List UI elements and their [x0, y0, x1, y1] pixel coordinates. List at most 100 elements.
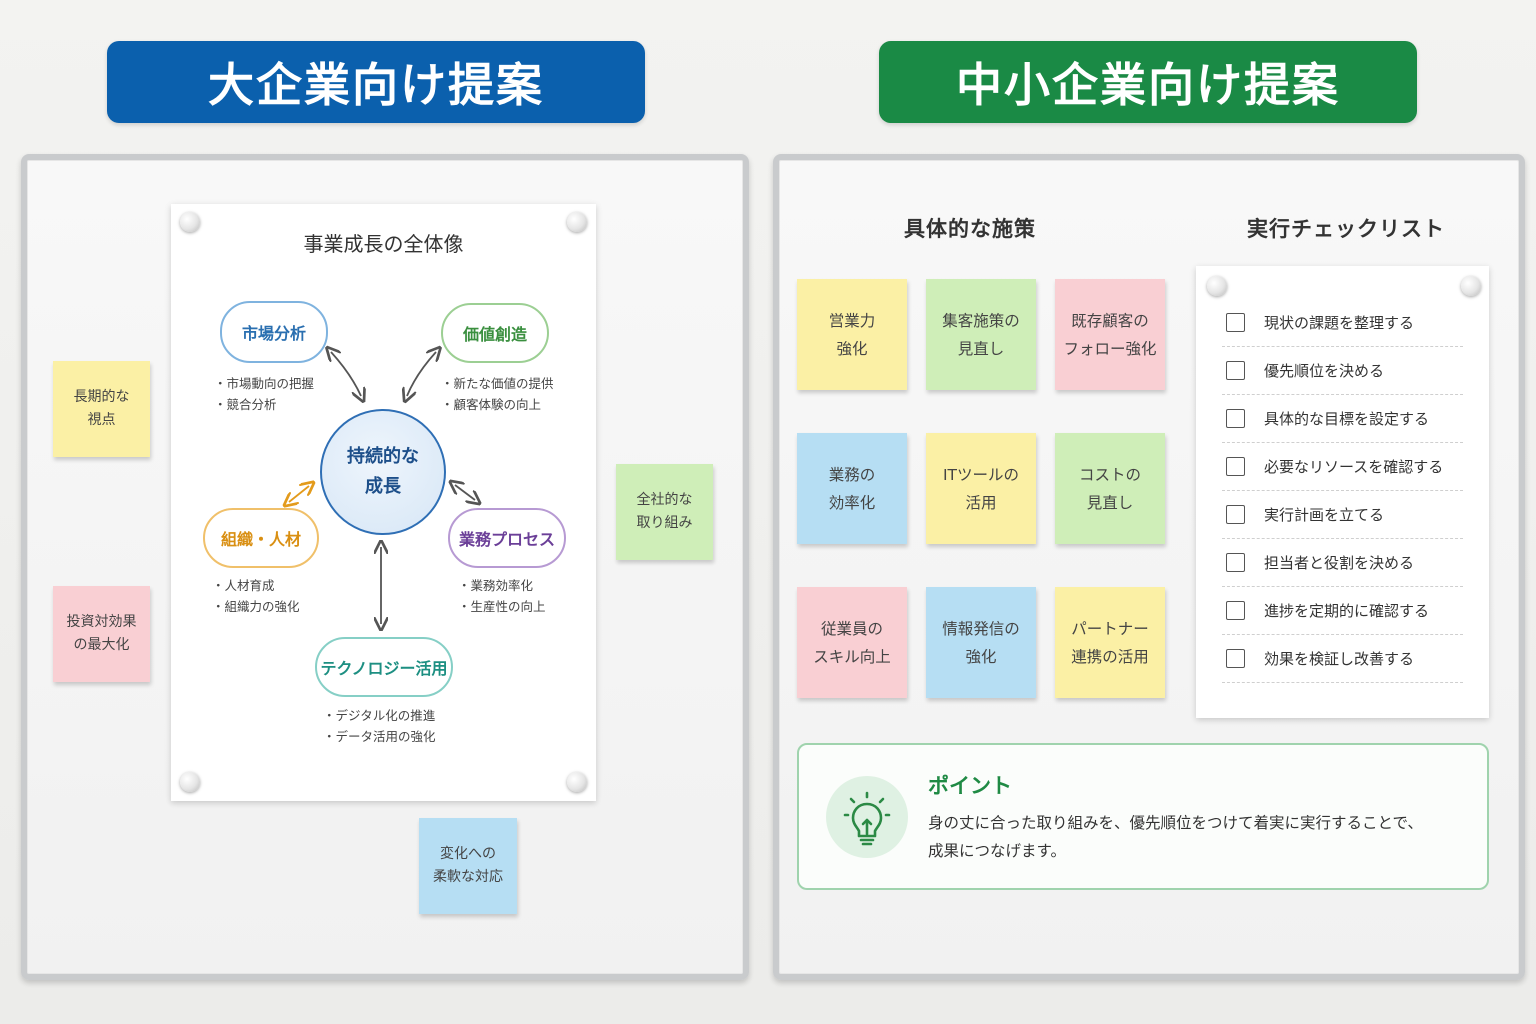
- measure-customer-followup: 既存顧客の フォロー強化: [1055, 279, 1165, 390]
- checklist-label: 効果を検証し改善する: [1264, 649, 1415, 668]
- checklist-label: 担当者と役割を決める: [1264, 553, 1415, 572]
- sticky-line: フォロー強化: [1063, 339, 1157, 358]
- measure-communication: 情報発信の 強化: [926, 587, 1036, 698]
- market-bullets: ・市場動向の把握 ・競合分析: [214, 373, 314, 415]
- point-title: ポイント: [928, 774, 1012, 798]
- sticky-long-term-view: 長期的な 視点: [53, 361, 150, 457]
- center-line-1: 持続的な: [347, 446, 419, 467]
- sticky-line: 取り組み: [636, 515, 693, 531]
- sticky-line: パートナー: [1071, 619, 1149, 638]
- magnet: [567, 212, 587, 232]
- sticky-line: 集客施策の: [942, 311, 1020, 330]
- measure-efficiency: 業務の 効率化: [797, 433, 907, 544]
- measures-title: 具体的な施策: [904, 217, 1036, 241]
- sticky-line: 投資対効果: [66, 614, 137, 630]
- sticky-line: 活用: [965, 493, 997, 512]
- sticky-line: コストの: [1078, 465, 1141, 484]
- sticky-roi: 投資対効果 の最大化: [53, 586, 150, 682]
- large-enterprise-banner: 大企業向け提案: [107, 41, 645, 123]
- sticky-company-wide: 全社的な 取り組み: [616, 464, 713, 560]
- point-line: 身の丈に合った取り組みを、優先順位をつけて着実に実行することで、: [928, 814, 1423, 832]
- process-bullets: ・業務効率化 ・生産性の向上: [458, 575, 546, 617]
- bullet: ・市場動向の把握: [214, 376, 315, 391]
- bullet: ・組織力の強化: [212, 599, 300, 614]
- bullet: ・デジタル化の推進: [323, 708, 436, 723]
- bullet: ・業務効率化: [458, 578, 534, 593]
- sticky-line: 柔軟な対応: [433, 869, 503, 885]
- bullet: ・新たな価値の提供: [441, 376, 554, 391]
- measure-skills: 従業員の スキル向上: [797, 587, 907, 698]
- sticky-flexible-response: 変化への 柔軟な対応: [419, 818, 517, 914]
- checklist-title: 実行チェックリスト: [1247, 217, 1445, 241]
- magnet: [1461, 276, 1481, 296]
- node-organization-talent: 組織・人材: [203, 508, 319, 568]
- checklist-label: 現状の課題を整理する: [1264, 313, 1415, 332]
- node-business-process: 業務プロセス: [448, 508, 566, 568]
- arrow-org: [289, 486, 309, 502]
- checkbox[interactable]: [1226, 648, 1245, 668]
- measure-partners: パートナー 連携の活用: [1055, 587, 1165, 698]
- checklist-item[interactable]: 進捗を定期的に確認する: [1222, 586, 1463, 635]
- lightbulb-icon: [843, 791, 891, 846]
- tech-bullets: ・デジタル化の推進 ・データ活用の強化: [323, 705, 436, 747]
- bullet: ・顧客体験の向上: [441, 397, 542, 412]
- diagram-title: 事業成長の全体像: [303, 232, 464, 256]
- sustainable-growth-circle: 持続的な 成長: [320, 409, 446, 535]
- checklist-item[interactable]: 必要なリソースを確認する: [1222, 442, 1463, 491]
- checkbox[interactable]: [1226, 408, 1245, 428]
- node-technology: テクノロジー活用: [315, 637, 453, 697]
- checklist-item[interactable]: 担当者と役割を決める: [1222, 538, 1463, 587]
- sticky-line: 視点: [87, 412, 116, 428]
- sticky-line: ITツールの: [942, 465, 1020, 484]
- sticky-line: の最大化: [73, 637, 130, 653]
- measure-marketing: 集客施策の 見直し: [926, 279, 1036, 390]
- sticky-line: 見直し: [957, 339, 1005, 358]
- arrow-process: [455, 485, 475, 500]
- magnet: [180, 212, 200, 232]
- sticky-line: 変化への: [440, 846, 496, 862]
- sticky-line: 強化: [965, 647, 997, 666]
- sticky-line: 全社的な: [636, 492, 693, 508]
- checkbox[interactable]: [1226, 504, 1245, 524]
- checkbox[interactable]: [1226, 312, 1245, 332]
- org-bullets: ・人材育成 ・組織力の強化: [212, 575, 300, 617]
- checkbox[interactable]: [1226, 552, 1245, 572]
- sticky-line: 業務の: [828, 465, 876, 484]
- sticky-line: 連携の活用: [1071, 647, 1149, 666]
- measure-sales: 営業力 強化: [797, 279, 907, 390]
- sticky-line: 従業員の: [820, 619, 883, 638]
- node-value-creation: 価値創造: [441, 303, 549, 363]
- magnet: [1207, 276, 1227, 296]
- point-box: [797, 743, 1489, 890]
- checklist-item[interactable]: 実行計画を立てる: [1222, 490, 1463, 539]
- magnet: [567, 772, 587, 792]
- point-text: 身の丈に合った取り組みを、優先順位をつけて着実に実行することで、 成果につなげま…: [928, 809, 1423, 865]
- measure-cost: コストの 見直し: [1055, 433, 1165, 544]
- arrow-market: [331, 352, 361, 396]
- checklist-label: 実行計画を立てる: [1264, 505, 1385, 524]
- checkbox[interactable]: [1226, 360, 1245, 380]
- sticky-line: 営業力: [828, 311, 876, 330]
- checkbox[interactable]: [1226, 600, 1245, 620]
- node-market-analysis: 市場分析: [220, 301, 328, 363]
- value-bullets: ・新たな価値の提供 ・顧客体験の向上: [441, 373, 554, 415]
- checklist-item[interactable]: 効果を検証し改善する: [1222, 634, 1463, 683]
- magnet: [180, 772, 200, 792]
- center-line-2: 成長: [365, 476, 401, 497]
- checklist-item[interactable]: 現状の課題を整理する: [1222, 298, 1463, 347]
- checklist-label: 進捗を定期的に確認する: [1264, 601, 1430, 620]
- checklist-label: 優先順位を決める: [1264, 361, 1385, 380]
- checklist-item[interactable]: 優先順位を決める: [1222, 346, 1463, 395]
- bullet: ・生産性の向上: [458, 599, 546, 614]
- arrow-value: [407, 352, 436, 396]
- diagram-arrows: [171, 204, 596, 801]
- checklist-label: 具体的な目標を設定する: [1264, 409, 1430, 428]
- checklist-label: 必要なリソースを確認する: [1264, 457, 1444, 476]
- checkbox[interactable]: [1226, 456, 1245, 476]
- checklist-item[interactable]: 具体的な目標を設定する: [1222, 394, 1463, 443]
- sme-banner: 中小企業向け提案: [879, 41, 1417, 123]
- sticky-line: 既存顧客の: [1071, 311, 1149, 330]
- bullet: ・競合分析: [214, 397, 277, 412]
- sticky-line: 情報発信の: [942, 619, 1020, 638]
- sticky-line: スキル向上: [813, 647, 891, 666]
